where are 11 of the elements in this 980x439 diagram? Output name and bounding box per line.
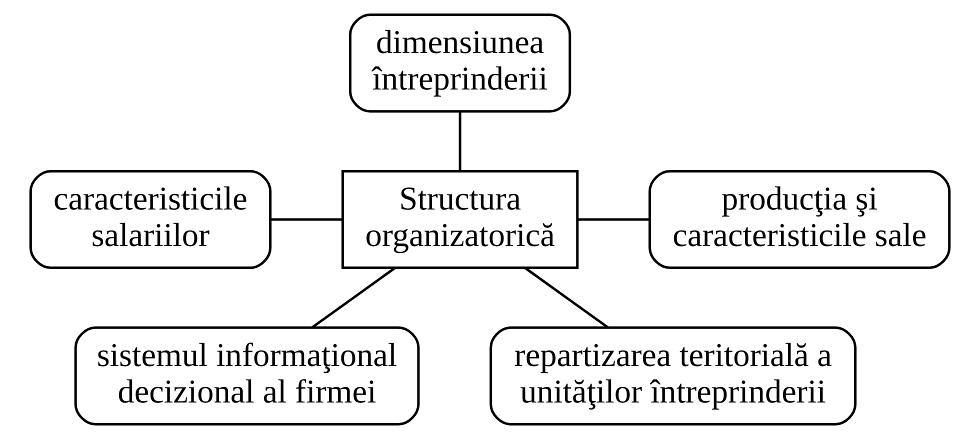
node-box: sistemul informaţional decizional al firmei	[74, 326, 420, 426]
connector	[524, 266, 608, 328]
connector	[270, 218, 342, 221]
node-box: repartizarea teritorială a unităţilor întreprinderii	[490, 326, 857, 426]
node-box: caracteristicile salariilor	[29, 170, 272, 270]
node-box: Structura organizatorică	[341, 170, 579, 270]
connector	[458, 112, 462, 171]
connector	[577, 218, 650, 221]
node-box: dimensiunea întreprinderii	[348, 14, 572, 113]
connector	[312, 266, 396, 328]
node-box: producţia şi caracteristicile sale	[648, 170, 951, 270]
